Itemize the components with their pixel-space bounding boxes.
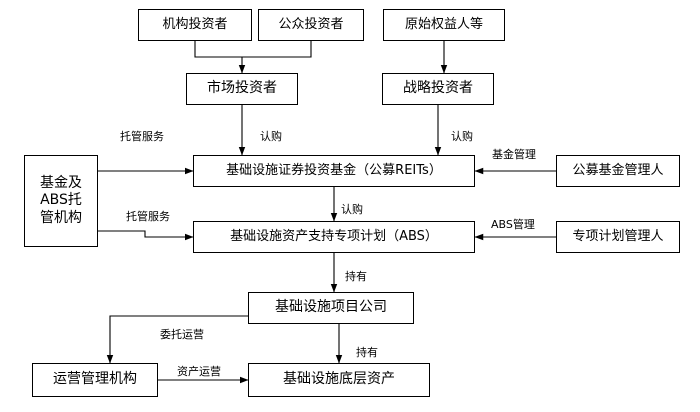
edge-label-subscribe-strategic: 认购	[450, 128, 474, 144]
edge-institutional-to-market	[194, 41, 242, 58]
node-underlying-assets[interactable]: 基础设施底层资产	[248, 363, 430, 397]
edge-label-custody-service-top: 托管服务	[119, 128, 165, 144]
node-original-equity-holders[interactable]: 原始权益人等	[383, 9, 505, 41]
edge-label-hold-project: 持有	[344, 268, 368, 284]
node-public-investors[interactable]: 公众投资者	[258, 9, 364, 41]
edge-label-abs-management: ABS管理	[490, 216, 536, 232]
node-public-fund-manager[interactable]: 公募基金管理人	[556, 155, 680, 187]
node-abs-plan-manager[interactable]: 专项计划管理人	[556, 221, 680, 253]
node-project-company[interactable]: 基础设施项目公司	[248, 292, 414, 324]
edge-label-asset-operation: 资产运营	[176, 363, 222, 379]
node-institutional-investors[interactable]: 机构投资者	[138, 9, 252, 41]
node-public-reits-fund[interactable]: 基础设施证券投资基金（公募REITs）	[193, 155, 475, 187]
edge-label-fund-management: 基金管理	[491, 146, 537, 162]
edge-custodian-to-abs	[98, 230, 194, 241]
edge-public-to-market	[242, 41, 312, 58]
edge-label-subscribe-market: 认购	[259, 128, 283, 144]
edge-label-hold-assets: 持有	[355, 344, 379, 360]
edge-label-subscribe-abs: 认购	[340, 201, 364, 217]
edge-label-custody-service-bottom: 托管服务	[125, 208, 171, 224]
node-operation-manager[interactable]: 运营管理机构	[32, 363, 158, 397]
edge-project-to-operation	[106, 315, 248, 364]
node-strategic-investors[interactable]: 战略投资者	[382, 73, 494, 105]
node-custodian-institution[interactable]: 基金及 ABS托 管机构	[24, 155, 98, 247]
edge-label-entrusted-operation: 委托运营	[159, 326, 205, 342]
node-market-investors[interactable]: 市场投资者	[186, 73, 298, 105]
node-abs-plan[interactable]: 基础设施资产支持专项计划（ABS）	[193, 221, 475, 253]
